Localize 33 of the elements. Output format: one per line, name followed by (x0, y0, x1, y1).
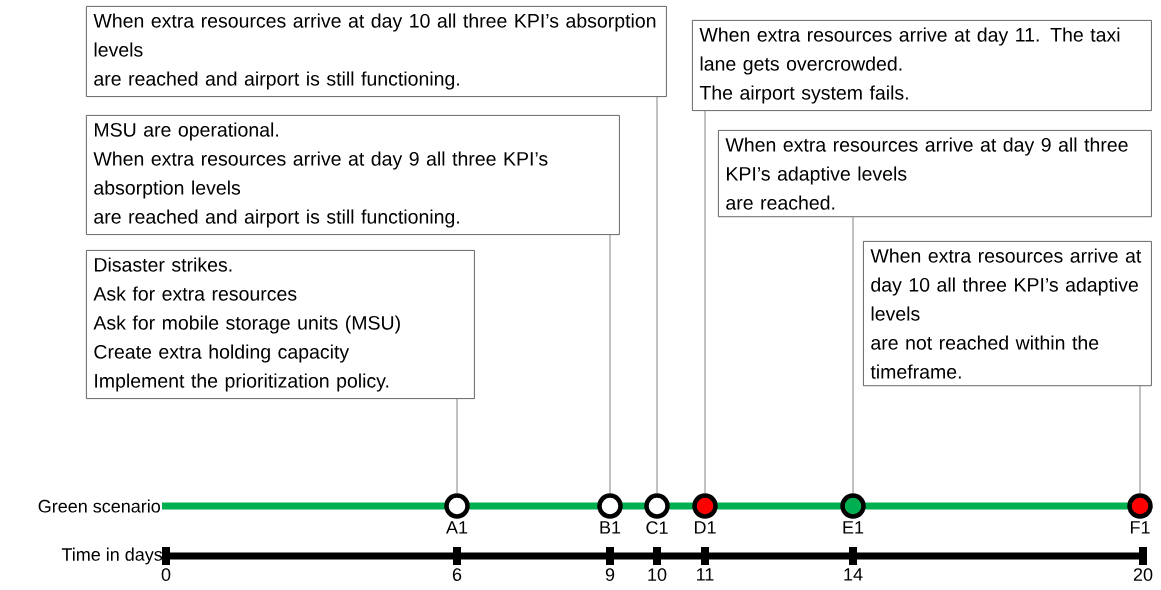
tick-label: 10 (648, 568, 667, 581)
leader-line (656, 96, 658, 494)
row-label: Green scenario (38, 499, 160, 513)
milestone-label: F1 (1131, 521, 1150, 534)
tick-label: 11 (697, 568, 714, 581)
milestone-marker (597, 493, 623, 519)
tick-label: 0 (161, 568, 171, 581)
leader-line (852, 216, 854, 494)
milestone-label: A1 (446, 521, 468, 534)
leader-line (704, 110, 706, 494)
milestone-marker (644, 493, 670, 519)
milestone-label: E1 (843, 521, 864, 534)
tick-label: 9 (605, 568, 615, 581)
note-box: When extra resources arrive at day 11. The taxi lane gets overcrowded. The airport system fails. (692, 20, 1152, 111)
note-box: When extra resources arrive at day 9 all three KPI’s adaptive levels are reached. (718, 130, 1152, 218)
milestone-marker (1127, 493, 1153, 519)
leader-line (1139, 385, 1141, 494)
milestone-label: C1 (646, 521, 668, 534)
note-box: When extra resources arrive at day 10 all three KPI’s absorption levels are reached and airport is still functioning. (86, 6, 667, 97)
tick-label: 14 (844, 568, 863, 581)
milestone-label: B1 (600, 521, 621, 534)
tick-label: 20 (1133, 568, 1153, 581)
note-box: MSU are operational. When extra resources arrive at day 9 all three KPI’s absorption levels are reached and airport is still functioning. (86, 115, 620, 235)
leader-line (456, 398, 458, 494)
note-box: Disaster strikes. Ask for extra resources Ask for mobile storage units (MSU) Create extra holding capacity Implement the prioritization policy. (86, 250, 475, 399)
tick-label: 6 (452, 568, 462, 581)
milestone-marker (444, 493, 470, 519)
milestone-marker (692, 493, 718, 519)
milestone-label: D1 (695, 521, 716, 534)
note-box: When extra resources arrive at day 10 all three KPI’s adaptive levels are not reached within the timeframe. (863, 241, 1152, 387)
leader-line (609, 234, 611, 494)
row-label: Time in days (61, 547, 163, 565)
milestone-marker (840, 493, 866, 519)
